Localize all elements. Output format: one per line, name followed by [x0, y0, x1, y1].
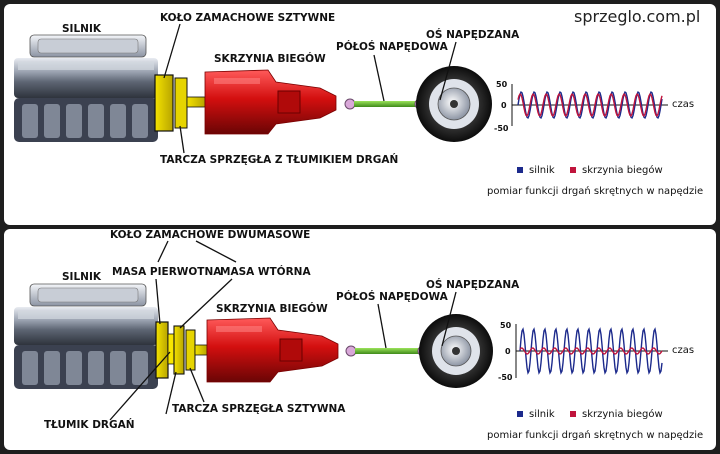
halfshaft-icon	[354, 101, 416, 107]
gearbox-icon	[204, 69, 337, 135]
bottom-drivetrain	[14, 283, 493, 389]
wheel-icon	[416, 66, 492, 142]
label-gearbox: SKRZYNIA BIEGÓW	[214, 52, 326, 65]
pointer-clutch-a	[189, 367, 205, 403]
rigid-flywheel-icon	[154, 74, 174, 132]
wave-gearbox	[519, 347, 663, 355]
joint-icon	[344, 98, 356, 110]
engine-icon	[14, 283, 158, 389]
tick-0: 0	[501, 101, 507, 110]
pointer-dmf-right	[195, 240, 237, 263]
damper-spring-icon	[167, 333, 175, 365]
joint-icon	[345, 345, 357, 357]
tick-minus-50: -50	[498, 373, 513, 382]
halfshaft-icon	[355, 348, 419, 354]
wheel-icon	[419, 314, 493, 388]
panel-top	[4, 4, 716, 225]
label-axle: OŚ NAPĘDZANA	[426, 278, 520, 291]
top-vibration-graph: 50 0 -50 czas	[494, 80, 694, 133]
label-axle: OŚ NAPĘDZANA	[426, 28, 520, 41]
graph-caption: pomiar funkcji drgań skrętnych w napędzi…	[487, 429, 703, 441]
legend-swatch-gearbox	[570, 411, 576, 417]
tick-0: 0	[505, 347, 511, 356]
pointer-dmf-left	[157, 240, 169, 263]
pointer-halfshaft	[373, 54, 385, 102]
pointer-axle	[439, 41, 457, 101]
pointer-flywheel	[163, 23, 181, 79]
label-gearbox: SKRZYNIA BIEGÓW	[216, 302, 328, 315]
label-damper: TŁUMIK DRGAŃ	[44, 418, 135, 431]
pointer-secondary-mass	[179, 278, 233, 329]
graph-time-label: czas	[672, 99, 694, 110]
legend-swatch-engine	[517, 167, 523, 173]
top-drivetrain	[14, 34, 492, 142]
bottom-legend: silnik skrzynia biegów pomiar funkcji dr…	[487, 408, 703, 441]
tick-50: 50	[500, 321, 512, 330]
pointer-halfshaft	[377, 303, 387, 349]
legend-gearbox: skrzynia biegów	[582, 164, 663, 176]
clutch-disc-icon	[174, 77, 188, 129]
engine-icon	[14, 34, 158, 142]
legend-engine: silnik	[529, 165, 555, 176]
wave-gearbox	[517, 93, 663, 117]
wave-engine	[519, 327, 663, 375]
label-halfshaft: PÓŁOŚ NAPĘDOWA	[336, 40, 449, 53]
label-halfshaft: PÓŁOŚ NAPĘDOWA	[336, 290, 449, 303]
top-legend: silnik skrzynia biegów pomiar funkcji dr…	[487, 164, 703, 197]
legend-swatch-engine	[517, 411, 523, 417]
bottom-vibration-graph: 50 0 -50 czas	[498, 321, 694, 382]
label-primary-mass: MASA PIERWOTNA	[112, 266, 222, 278]
pointer-primary-mass	[155, 278, 161, 325]
input-shaft-icon	[194, 344, 208, 356]
graph-time-label: czas	[672, 345, 694, 356]
pointer-axle	[441, 291, 457, 347]
label-flywheel: KOŁO ZAMACHOWE SZTYWNE	[160, 12, 335, 24]
legend-gearbox: skrzynia biegów	[582, 408, 663, 420]
secondary-mass-icon	[173, 325, 185, 375]
primary-mass-icon	[155, 321, 169, 379]
label-dual-mass-flywheel: KOŁO ZAMACHOWE DWUMASOWE	[110, 229, 310, 241]
label-engine: SILNIK	[62, 23, 102, 35]
legend-swatch-gearbox	[570, 167, 576, 173]
legend-engine: silnik	[529, 409, 555, 420]
rigid-clutch-disc-icon	[185, 329, 196, 371]
site-watermark: sprzeglo.com.pl	[574, 7, 700, 26]
graph-caption: pomiar funkcji drgań skrętnych w napędzi…	[487, 185, 703, 197]
gearbox-icon	[206, 317, 339, 383]
label-clutch: TARCZA SPRZĘGŁA Z TŁUMIKIEM DRGAŃ	[160, 153, 398, 166]
pointer-clutch	[179, 125, 185, 154]
wave-engine	[517, 91, 663, 119]
label-engine: SILNIK	[62, 271, 102, 283]
pointer-damper	[109, 351, 171, 421]
tick-minus-50: -50	[494, 124, 509, 133]
tick-50: 50	[496, 80, 508, 89]
input-shaft-icon	[186, 96, 206, 108]
label-rigid-clutch: TARCZA SPRZĘGŁA SZTYWNA	[172, 403, 346, 415]
panel-bottom	[4, 229, 716, 450]
pointer-clutch-b	[165, 371, 177, 415]
label-secondary-mass: MASA WTÓRNA	[220, 265, 311, 278]
